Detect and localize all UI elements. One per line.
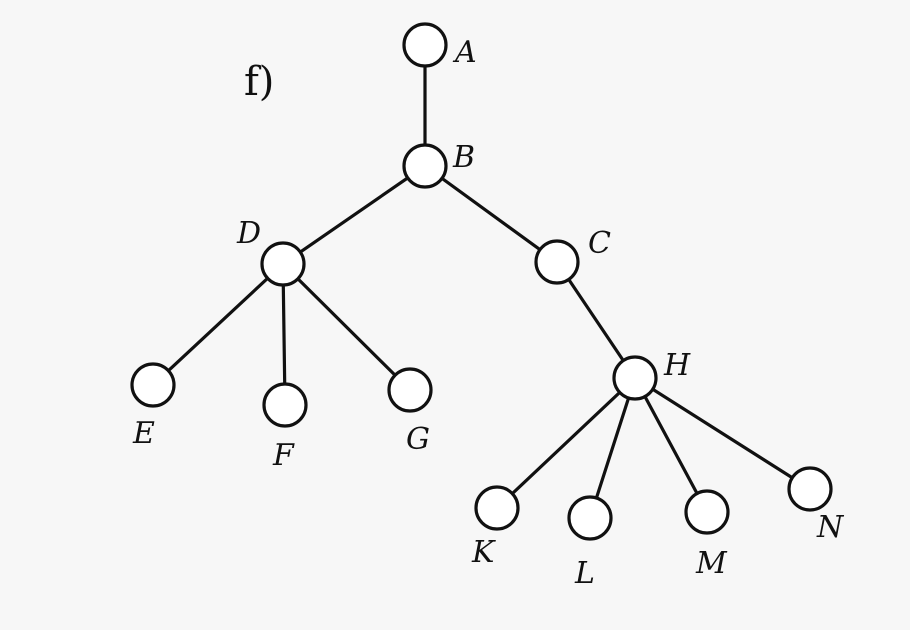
node-label-n: N — [816, 510, 845, 545]
node-label-l: L — [574, 556, 595, 591]
node-label-d: D — [236, 216, 261, 251]
node-c — [534, 239, 580, 285]
node-n — [787, 466, 833, 512]
node-d — [260, 241, 306, 287]
node-a — [402, 22, 448, 68]
edge-h-n — [633, 376, 812, 491]
edge-b-d — [281, 164, 427, 266]
edge-c-h — [555, 260, 637, 380]
node-label-c: C — [588, 226, 611, 261]
node-f — [262, 382, 308, 428]
node-m — [684, 489, 730, 535]
edge-b-c — [423, 164, 559, 264]
nodes-group — [130, 22, 833, 541]
node-g — [387, 367, 433, 413]
edge-d-f — [281, 262, 287, 407]
node-label-a: A — [452, 35, 477, 70]
edge-h-m — [633, 376, 709, 514]
edge-h-k — [495, 376, 637, 510]
node-label-k: K — [471, 535, 496, 570]
node-l — [567, 495, 613, 541]
node-label-h: H — [663, 348, 691, 383]
node-b — [402, 143, 448, 189]
node-label-b: B — [452, 140, 475, 175]
node-label-f: F — [272, 438, 295, 473]
panel-label: f) — [244, 59, 274, 105]
node-label-e: E — [132, 416, 155, 451]
node-label-g: G — [406, 422, 430, 457]
node-e — [130, 362, 176, 408]
edge-h-l — [588, 376, 637, 520]
node-h — [612, 355, 658, 401]
edges-group — [151, 43, 812, 520]
node-label-m: M — [695, 546, 728, 581]
edge-d-e — [151, 262, 285, 387]
edge-d-g — [281, 262, 412, 392]
node-k — [474, 485, 520, 531]
labels-group: A B C D E F G H K L M N — [132, 35, 845, 591]
